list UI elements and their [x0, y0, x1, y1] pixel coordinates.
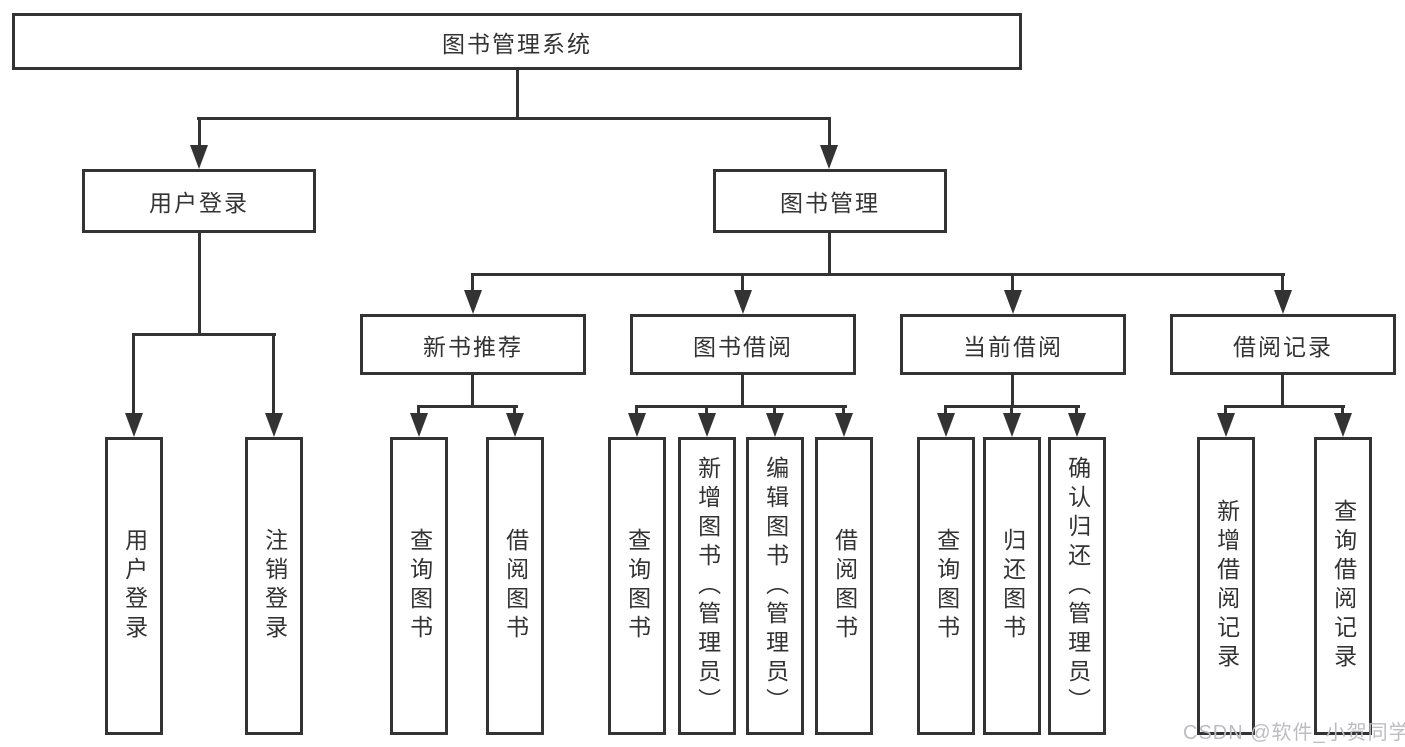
node-root-label: 图书管理系统 — [442, 30, 592, 57]
arrow-cb-query — [937, 413, 955, 437]
connector-bookborrow-arm3 — [773, 405, 776, 415]
node-leaf-user-login-label: 用户登录 — [121, 528, 148, 644]
arrow-nb-query — [410, 413, 428, 437]
connector-userlogin-stem — [198, 233, 201, 336]
connector-currentborrow-arm3 — [1075, 405, 1078, 415]
connector-bookmgmt-arm1 — [471, 273, 474, 292]
node-leaf-bb-query-book-label: 查询图书 — [624, 528, 651, 644]
node-leaf-bb-edit-book-admin: 编辑图书（管理员） — [746, 437, 804, 735]
node-leaf-br-add-record-label: 新增借阅记录 — [1213, 499, 1240, 673]
connector-newbookrec-arm1 — [417, 405, 420, 415]
node-leaf-br-add-record: 新增借阅记录 — [1197, 437, 1255, 735]
connector-userlogin-arm2 — [272, 333, 275, 415]
node-book-mgmt-label: 图书管理 — [780, 190, 880, 216]
node-borrow-record-label: 借阅记录 — [1233, 333, 1333, 360]
arrow-to-login-action — [125, 413, 143, 437]
arrow-br-query — [1334, 413, 1352, 437]
arrow-to-user-login — [190, 145, 208, 169]
arrow-bb-add — [698, 413, 716, 437]
connector-currentborrow-arm1 — [944, 405, 947, 415]
connector-bookborrow-arm1 — [635, 405, 638, 415]
connector-borrowrecord-arm1 — [1224, 405, 1227, 415]
arrow-br-add — [1217, 413, 1235, 437]
node-leaf-bb-borrow-book: 借阅图书 — [815, 437, 873, 735]
node-new-book-rec: 新书推荐 — [360, 314, 586, 375]
node-leaf-bb-query-book: 查询图书 — [608, 437, 666, 735]
node-leaf-br-query-record-label: 查询借阅记录 — [1330, 499, 1357, 673]
connector-userlogin-hline — [132, 333, 276, 336]
arrow-to-new-book-rec — [464, 290, 482, 314]
node-leaf-user-login: 用户登录 — [105, 437, 163, 735]
connector-currentborrow-stem — [1011, 375, 1014, 408]
node-leaf-br-query-record: 查询借阅记录 — [1314, 437, 1372, 735]
connector-bookborrow-arm2 — [705, 405, 708, 415]
connector-bookborrow-hline — [635, 405, 847, 408]
arrow-bb-borrow — [835, 413, 853, 437]
arrow-to-borrow-record — [1274, 290, 1292, 314]
node-leaf-cb-query-book: 查询图书 — [917, 437, 975, 735]
connector-bookmgmt-hline — [471, 273, 1285, 276]
node-leaf-logout-label: 注销登录 — [261, 528, 288, 644]
arrow-to-book-mgmt — [820, 145, 838, 169]
node-leaf-bb-add-book-admin: 新增图书（管理员） — [678, 437, 736, 735]
csdn-watermark: CSDN @软件_小贺同学 — [1183, 722, 1405, 744]
node-leaf-bb-borrow-book-label: 借阅图书 — [831, 528, 858, 644]
arrow-bb-edit — [766, 413, 784, 437]
node-leaf-bb-add-book-admin-label: 新增图书（管理员） — [694, 455, 721, 717]
connector-newbookrec-arm2 — [513, 405, 516, 415]
node-leaf-cb-confirm-return-admin-label: 确认归还（管理员） — [1064, 455, 1091, 717]
node-user-login-label: 用户登录 — [149, 190, 249, 216]
node-leaf-nb-borrow-book-label: 借阅图书 — [502, 528, 529, 644]
node-book-borrow-label: 图书借阅 — [693, 333, 793, 360]
connector-root-hline — [197, 117, 831, 120]
connector-borrowrecord-arm2 — [1341, 405, 1344, 415]
arrow-to-book-borrow — [734, 290, 752, 314]
connector-bookborrow-arm4 — [842, 405, 845, 415]
node-book-borrow: 图书借阅 — [630, 314, 856, 375]
arrow-bb-query — [628, 413, 646, 437]
node-leaf-cb-return-book-label: 归还图书 — [999, 528, 1026, 644]
arrow-to-current-borrow — [1004, 290, 1022, 314]
connector-bookmgmt-arm4 — [1281, 273, 1284, 292]
node-current-borrow: 当前借阅 — [900, 314, 1126, 375]
connector-root-arm-left — [198, 117, 201, 147]
node-book-mgmt: 图书管理 — [713, 169, 947, 233]
node-leaf-cb-query-book-label: 查询图书 — [933, 528, 960, 644]
connector-borrowrecord-stem — [1281, 375, 1284, 408]
connector-bookmgmt-stem — [828, 233, 831, 276]
node-new-book-rec-label: 新书推荐 — [423, 333, 523, 360]
arrow-cb-confirm — [1068, 413, 1086, 437]
arrow-cb-return — [1003, 413, 1021, 437]
node-current-borrow-label: 当前借阅 — [963, 333, 1063, 360]
connector-newbookrec-hline — [417, 405, 518, 408]
arrow-to-logout-action — [265, 413, 283, 437]
node-root: 图书管理系统 — [12, 13, 1022, 70]
node-leaf-logout: 注销登录 — [245, 437, 303, 735]
connector-bookmgmt-arm3 — [1011, 273, 1014, 292]
connector-bookborrow-stem — [741, 375, 744, 408]
node-leaf-nb-query-book: 查询图书 — [390, 437, 448, 735]
connector-currentborrow-arm2 — [1010, 405, 1013, 415]
node-leaf-bb-edit-book-admin-label: 编辑图书（管理员） — [762, 455, 789, 717]
arrow-nb-borrow — [506, 413, 524, 437]
connector-borrowrecord-hline — [1224, 405, 1345, 408]
connector-root-stem — [516, 69, 519, 120]
node-leaf-cb-confirm-return-admin: 确认归还（管理员） — [1048, 437, 1106, 735]
node-leaf-nb-query-book-label: 查询图书 — [406, 528, 433, 644]
node-leaf-nb-borrow-book: 借阅图书 — [486, 437, 544, 735]
node-user-login: 用户登录 — [82, 169, 316, 233]
connector-bookmgmt-arm2 — [741, 273, 744, 292]
connector-root-arm-right — [828, 117, 831, 147]
node-borrow-record: 借阅记录 — [1170, 314, 1396, 375]
connector-userlogin-arm1 — [132, 333, 135, 415]
node-leaf-cb-return-book: 归还图书 — [983, 437, 1041, 735]
connector-newbookrec-stem — [471, 375, 474, 408]
